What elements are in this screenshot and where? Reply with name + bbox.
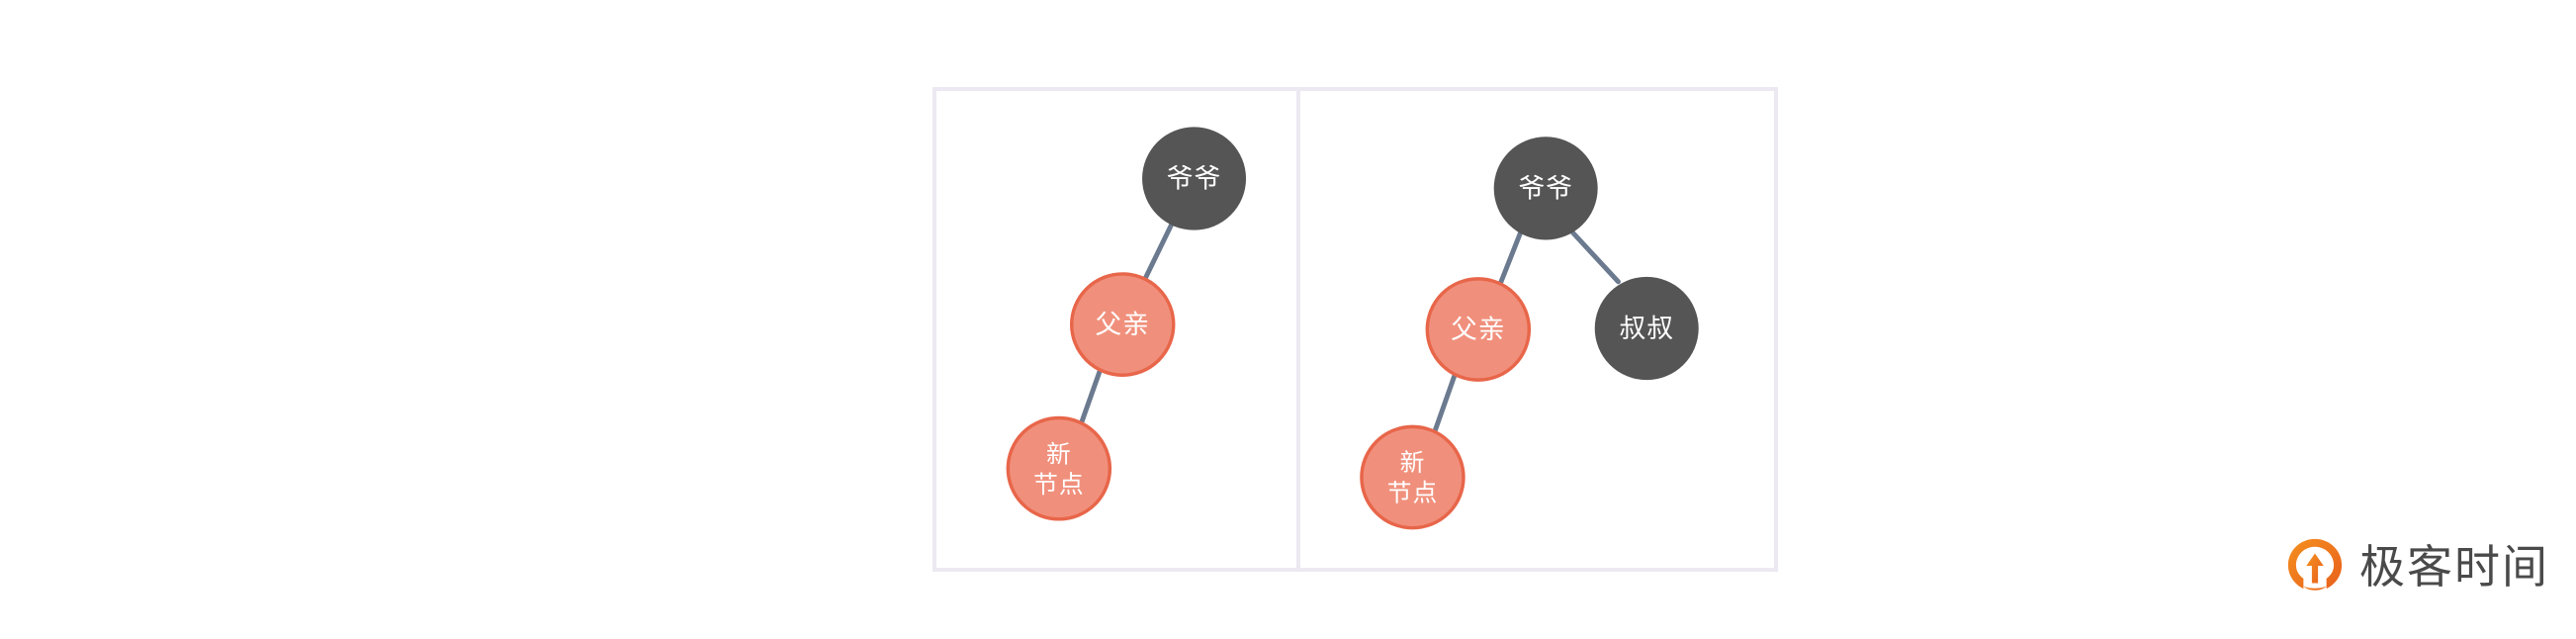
edge-group-right bbox=[1432, 230, 1621, 433]
node-circle-new-node-left bbox=[1006, 415, 1112, 521]
edge-parent-new-node-right bbox=[1432, 372, 1458, 433]
node-circle-parent-left bbox=[1069, 272, 1176, 377]
edge-grandparent-parent bbox=[1142, 222, 1175, 282]
node-label-new-node-right-line1: 新 bbox=[1400, 449, 1426, 477]
watermark-text: 极客时间 bbox=[2359, 541, 2549, 593]
node-grandparent-left[interactable]: 爷爷 bbox=[1142, 127, 1247, 230]
tree-panel-left-case: 爷爷 父亲 新 节点 bbox=[1006, 127, 1247, 521]
node-label-parent-left: 父亲 bbox=[1095, 310, 1149, 339]
edge-grandparent-uncle-right bbox=[1570, 230, 1621, 285]
node-new-node-left[interactable]: 新 节点 bbox=[1006, 415, 1112, 521]
watermark-brand: 极客时间 bbox=[2284, 536, 2549, 597]
node-new-node-right[interactable]: 新 节点 bbox=[1360, 424, 1466, 530]
node-grandparent-right[interactable]: 爷爷 bbox=[1493, 137, 1598, 240]
panel-divider bbox=[1296, 91, 1300, 568]
node-label-uncle-right: 叔叔 bbox=[1619, 314, 1673, 343]
node-label-parent-right: 父亲 bbox=[1451, 315, 1505, 344]
edge-group-left bbox=[1079, 222, 1175, 425]
node-circle-grandparent-left bbox=[1142, 127, 1247, 230]
geektime-pin-logo-icon bbox=[2287, 538, 2343, 591]
node-circle-uncle-right bbox=[1594, 276, 1699, 381]
node-label-new-node-right-line2: 节点 bbox=[1387, 480, 1438, 507]
node-circle-new-node-right bbox=[1360, 424, 1466, 530]
node-circle-parent-right bbox=[1425, 277, 1532, 382]
node-uncle-right[interactable]: 叔叔 bbox=[1594, 276, 1699, 381]
edge-grandparent-parent-right bbox=[1498, 230, 1523, 286]
node-label-new-node-left-line1: 新 bbox=[1046, 440, 1072, 468]
node-label-new-node-left-line2: 节点 bbox=[1033, 471, 1084, 499]
tree-panel-right-case: 爷爷 父亲 叔叔 新 节点 bbox=[1360, 137, 1699, 530]
diagram-frame: 爷爷 父亲 新 节点 爷爷 父亲 bbox=[933, 87, 1778, 572]
node-parent-right[interactable]: 父亲 bbox=[1425, 277, 1532, 382]
node-circle-grandparent-right bbox=[1493, 137, 1598, 240]
node-label-grandparent-right: 爷爷 bbox=[1518, 173, 1572, 203]
node-parent-left[interactable]: 父亲 bbox=[1069, 272, 1176, 377]
node-label-grandparent-left: 爷爷 bbox=[1167, 164, 1221, 194]
edge-parent-new-node bbox=[1079, 367, 1103, 425]
